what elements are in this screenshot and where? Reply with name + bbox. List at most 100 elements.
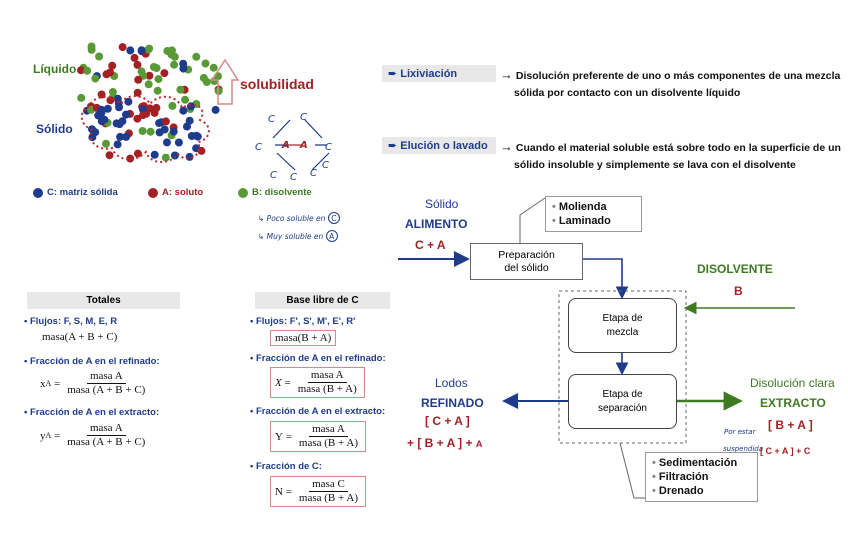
disolvente-comp: B — [734, 284, 743, 298]
refinado-comp2: + [ B + A ] + A — [407, 436, 483, 450]
refinado-label: REFINADO — [421, 396, 484, 410]
particle-dot — [149, 63, 158, 71]
particle-dot — [202, 78, 211, 86]
particle-dot — [192, 131, 201, 140]
disolucion-label: Disolución clara — [750, 376, 835, 390]
solid-feed-label: Sólido — [425, 197, 459, 211]
solubility-label: solubilidad — [240, 76, 314, 92]
particle-dot — [209, 63, 218, 72]
molecule-c8: C — [322, 160, 329, 171]
particle-dot — [130, 53, 139, 62]
definition-elucion: → Cuando el material soluble está sobre … — [500, 139, 841, 171]
extracto-label: EXTRACTO — [760, 396, 826, 410]
particle-dot — [179, 64, 188, 73]
particle-dot — [133, 114, 142, 123]
base-frac-ext: • Fracción de A en el extracto: — [250, 406, 386, 417]
totales-frac-ext: • Fracción de A en el extracto: — [24, 407, 160, 418]
particle-dot — [150, 150, 159, 159]
totales-flujos: • Flujos: F, S, M, E, R — [24, 316, 118, 327]
base-libre-header: Base libre de C — [255, 292, 390, 309]
legend-c: C: matriz sólida — [47, 187, 118, 198]
particle-dot — [170, 151, 179, 160]
particle-dot — [139, 111, 148, 120]
particle-dot — [161, 153, 170, 162]
particle-dot — [77, 66, 85, 75]
totales-frac-ref: • Fracción de A en el refinado: — [24, 356, 160, 367]
extracto-comp: [ B + A ] — [768, 418, 813, 432]
term-elucion: ➨ Elución o lavado — [382, 137, 496, 154]
particle-dot — [126, 46, 135, 55]
particle-dot — [163, 47, 172, 55]
particle-dot — [91, 74, 100, 83]
particle-dot — [106, 68, 115, 77]
particle-dot — [160, 125, 169, 134]
prep-box: Preparación del sólido — [470, 243, 583, 280]
particle-dot — [83, 66, 92, 75]
molecule-c5: C — [270, 170, 277, 181]
particle-dot — [94, 111, 103, 120]
particle-dot — [150, 108, 159, 117]
particle-dot — [100, 115, 109, 124]
solid-label: Sólido — [36, 122, 73, 136]
particle-dot — [113, 140, 122, 149]
particle-dot — [144, 45, 153, 54]
separation-stage-box: Etapa de separación — [568, 374, 677, 429]
particle-dot — [145, 71, 154, 80]
molecule-c6: C — [290, 172, 297, 183]
particle-dot — [185, 116, 194, 125]
hand-note-2: suspendida — [723, 445, 764, 453]
legend-dot-c — [33, 188, 43, 198]
liquid-label: Líquido — [33, 62, 77, 76]
particle-dot — [179, 106, 188, 115]
particle-dot — [134, 75, 143, 84]
particle-dot — [153, 86, 162, 95]
base-flujos: • Flujos: F', S', M', E', R' — [250, 316, 356, 327]
molecule-a1: A — [282, 140, 290, 151]
totales-header: Totales — [27, 292, 180, 309]
particle-illustration — [77, 42, 240, 163]
molecule-c4: C — [325, 142, 332, 153]
molecule-sketch — [272, 119, 330, 171]
hand-note-3: [ C + A ] + C — [760, 446, 811, 456]
molecule-c7: C — [310, 168, 317, 179]
definition-lixiviacion: → Disolución preferente de uno o más com… — [500, 67, 841, 99]
particle-dot — [211, 105, 220, 114]
particle-dot — [201, 59, 210, 68]
mixing-stage-box: Etapa de mezcla — [568, 298, 677, 353]
note-muy: ↳ Muy soluble en A — [258, 230, 338, 242]
molecule-c1: C — [268, 114, 275, 125]
particle-dot — [170, 52, 179, 61]
base-frac-ref: • Fracción de A en el refinado: — [250, 353, 386, 364]
term-lixiviacion: ➨ Lixiviación — [382, 65, 496, 82]
alimento-label: ALIMENTO — [405, 217, 468, 231]
base-flujos-eq: masa(B + A) — [270, 330, 337, 346]
base-frac-c: • Fracción de C: — [250, 461, 322, 472]
particle-dot — [133, 88, 142, 97]
particle-dot — [161, 117, 170, 126]
legend-dot-a — [148, 188, 158, 198]
particle-dot — [192, 52, 201, 61]
particle-dot — [87, 45, 96, 54]
particle-dot — [95, 52, 104, 61]
solubility-arrow-icon — [210, 58, 240, 105]
molecule-c3: C — [255, 142, 262, 153]
totales-flujos-eq: masa(A + B + C) — [42, 331, 118, 343]
particle-dot — [122, 110, 130, 119]
particle-dot — [137, 46, 146, 55]
legend-b: B: disolvente — [252, 187, 312, 198]
particle-dot — [144, 80, 153, 89]
particle-dot — [169, 127, 178, 136]
legend-a: A: soluto — [162, 187, 204, 198]
disolvente-label: DISOLVENTE — [697, 262, 773, 276]
prep-methods-box: Molienda Laminado — [545, 196, 642, 232]
note-poco: ↳ Poco soluble en C — [258, 212, 340, 224]
particle-dot — [168, 101, 177, 110]
particle-dot — [118, 43, 127, 52]
particle-dot — [160, 69, 169, 78]
